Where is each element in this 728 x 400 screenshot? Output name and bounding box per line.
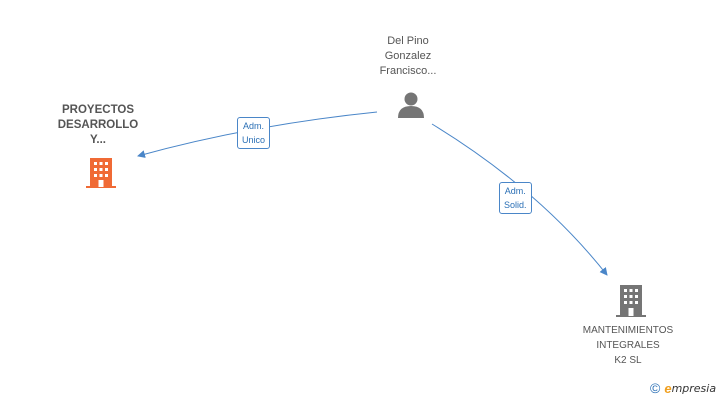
building-icon[interactable] xyxy=(84,157,118,189)
person-name[interactable]: Del Pino Gonzalez Francisco... xyxy=(379,35,437,77)
building-icon[interactable] xyxy=(614,284,648,318)
copyright-icon: © xyxy=(650,380,661,396)
footer-brand[interactable]: © e mpresia xyxy=(650,380,716,396)
brand-logo-initial: e xyxy=(664,380,672,396)
person-icon[interactable] xyxy=(396,90,426,120)
brand-name: mpresia xyxy=(671,381,717,395)
role-label-adm-unico: Adm. Unico xyxy=(237,117,271,149)
company-proyectos-name[interactable]: PROYECTOS DESARROLLO Y... xyxy=(57,104,139,146)
role-label-adm-solid: Adm. Solid. xyxy=(499,182,532,214)
company-mantenimientos-name[interactable]: MANTENIMIENTOS INTEGRALES K2 SL xyxy=(582,325,674,366)
